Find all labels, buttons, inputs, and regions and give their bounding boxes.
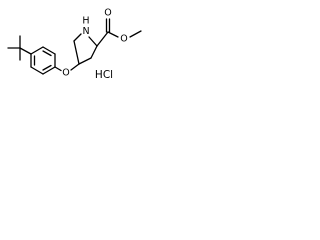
bond-ether-o-to-c4 [70, 63, 80, 71]
benzene-bond-5 [42, 46, 56, 55]
bond-c5-c4 [73, 40, 80, 65]
benzene-inner-double-2 [42, 64, 52, 71]
ring-nh-hydrogen-label: H [82, 16, 89, 27]
ether-linkage: O [54, 63, 80, 79]
ether-oxygen-label: O [62, 68, 69, 79]
bond-ring-to-ether-o [54, 66, 62, 72]
pyrrolidine-ring: N H [73, 16, 98, 65]
ring-nitrogen-label: N [82, 26, 89, 37]
bond-n-c5 [73, 33, 82, 42]
carbonyl-oxygen-label: O [104, 8, 111, 19]
ester-oxygen-label: O [120, 34, 127, 45]
methyl-ester-group: O O [96, 8, 142, 47]
tert-butyl-group [7, 35, 32, 61]
bond-c4-c3 [78, 57, 92, 65]
benzene-ring [30, 46, 56, 75]
hcl-salt-label: HCl [95, 69, 113, 81]
benzene-inner-double-3 [42, 50, 52, 57]
bond-carbonyl-c-ester-o [107, 31, 119, 38]
bond-ester-o-methyl [129, 30, 142, 38]
benzene-bond-3 [42, 66, 56, 75]
benzene-bond-2 [30, 66, 44, 75]
benzene-bond-6 [30, 46, 44, 55]
molecule-structure: O N H O O HCl [7, 8, 142, 81]
bond-c2-n [88, 36, 98, 47]
bond-c3-c2 [90, 45, 98, 59]
bond-tbutyl-to-ring [19, 47, 32, 55]
bond-c2-carbonyl-c [96, 31, 109, 47]
